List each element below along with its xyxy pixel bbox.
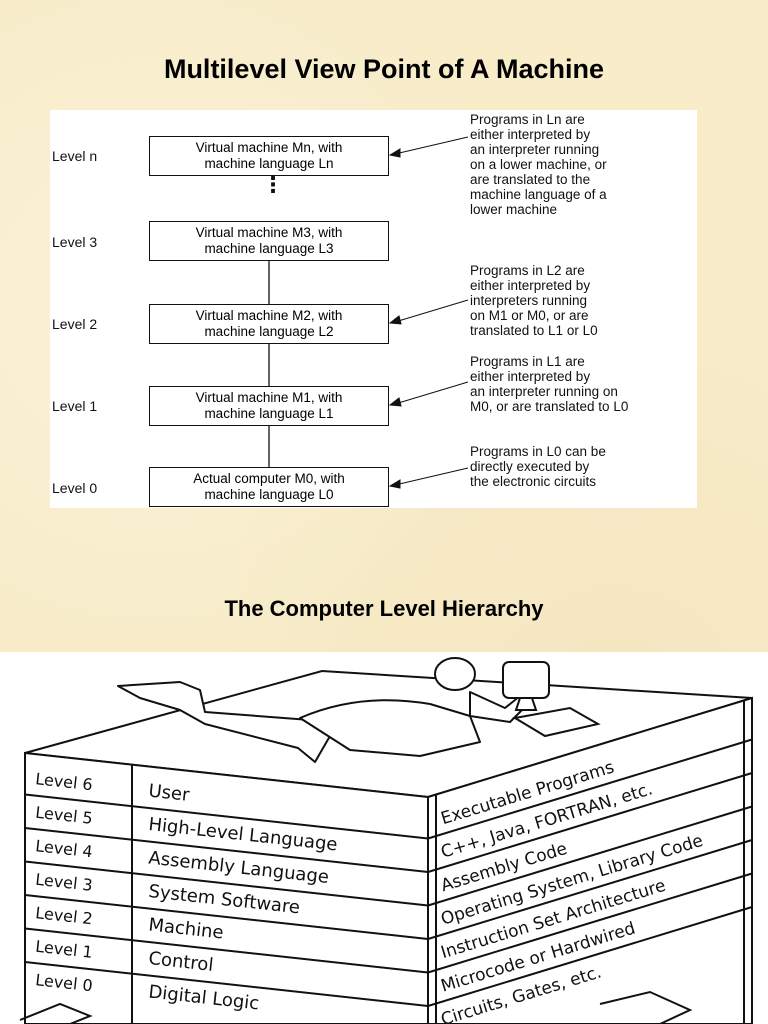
box-line: Virtual machine M3, with (195, 225, 343, 240)
note-line: an interpreter running (470, 142, 600, 157)
row-separator-front (24, 860, 429, 907)
section-title-hierarchy: The Computer Level Hierarchy (224, 596, 544, 621)
page-title: Multilevel View Point of A Machine (163, 54, 605, 84)
stack-front-face (24, 751, 429, 1024)
note-line: either interpreted by (470, 369, 591, 384)
note-line: Programs in Ln are (470, 112, 585, 127)
level-label-0: Level 0 (52, 480, 98, 496)
row-separator-right (427, 872, 753, 974)
row-separator-front (24, 961, 429, 1007)
virtual-machine-box-2: Virtual machine M2, with machine languag… (149, 304, 389, 344)
person-legs (117, 681, 331, 763)
note-ln: Programs in Ln are either interpreted by… (470, 112, 700, 217)
box-line: machine language L3 (204, 241, 334, 256)
note-line: directly executed by (470, 459, 590, 474)
stack-row-lines (24, 738, 753, 1007)
box-line: machine language L0 (204, 487, 334, 502)
row-separator-front (24, 894, 429, 940)
box-line: machine language Ln (204, 156, 334, 171)
arrow-l1 (394, 381, 469, 405)
arrow-ln (394, 136, 469, 155)
note-line: on a lower machine, or (470, 157, 607, 172)
virtual-machine-box-3: Virtual machine M3, with machine languag… (149, 221, 389, 261)
level-label-3: Level 3 (52, 234, 98, 250)
arrow-l0-head (388, 479, 401, 489)
floor-drawing (19, 990, 693, 1024)
level-label-1: Level 1 (52, 398, 98, 414)
arrow-l0 (394, 467, 469, 486)
note-line: Programs in L2 are (470, 263, 585, 278)
box-line: machine language L2 (204, 324, 334, 339)
level-label-2: Level 2 (52, 316, 98, 332)
monitor-stand (514, 697, 538, 711)
box-line: Virtual machine Mn, with (195, 140, 343, 155)
row-separator-front (24, 827, 429, 873)
row-separator-right (427, 805, 753, 907)
person-head (434, 657, 476, 691)
actual-computer-box-0: Actual computer M0, with machine languag… (149, 467, 389, 507)
person-on-computer (117, 657, 529, 763)
note-line: Programs in L0 can be (470, 444, 606, 459)
note-line: interpreters running (470, 293, 588, 308)
note-line: the electronic circuits (470, 474, 597, 489)
note-line: an interpreter running on (470, 384, 618, 399)
note-line: M0, or are translated to L0 (470, 399, 629, 414)
note-line: translated to L1 or L0 (470, 323, 598, 338)
virtual-machine-box-1: Virtual machine M1, with machine languag… (149, 386, 389, 426)
note-line: lower machine (470, 202, 558, 217)
stack-right-face (427, 696, 753, 1024)
note-l0: Programs in L0 can be directly executed … (470, 444, 700, 489)
row-separator-front (24, 793, 429, 840)
box-line: Actual computer M0, with (193, 471, 345, 486)
note-line: machine language of a (470, 187, 607, 202)
row-separator-right (427, 738, 753, 840)
row-separator-front (24, 927, 429, 974)
box-line: Virtual machine M1, with (195, 390, 343, 405)
note-line: are translated to the (470, 172, 591, 187)
note-l2: Programs in L2 are either interpreted by… (470, 263, 700, 338)
arrow-l1-head (388, 397, 402, 407)
monitor-screen (502, 661, 550, 699)
level-label-n: Level n (52, 148, 98, 164)
note-line: either interpreted by (470, 127, 591, 142)
arrow-ln-head (388, 148, 401, 158)
arrow-l2-head (388, 315, 402, 325)
box-line: machine language L1 (204, 406, 334, 421)
keyboard (512, 706, 601, 738)
row-separator-right (427, 839, 753, 940)
note-l1: Programs in L1 are either interpreted by… (470, 354, 700, 414)
ellipsis: ⋮ (262, 173, 284, 198)
row-separator-right (427, 772, 753, 873)
stack-level-name: User (147, 781, 191, 806)
person-body (299, 699, 481, 757)
note-line: either interpreted by (470, 278, 591, 293)
virtual-machine-box-n: Virtual machine Mn, with machine languag… (149, 136, 389, 176)
note-line: Programs in L1 are (470, 354, 585, 369)
monitor (502, 661, 601, 738)
box-line: Virtual machine M2, with (195, 308, 343, 323)
multilevel-diagram: Level n Virtual machine Mn, with machine… (50, 110, 697, 508)
row-separator-right (427, 906, 753, 1007)
note-line: on M1 or M0, or are (470, 308, 589, 323)
diagram-connectors (268, 136, 469, 489)
arrow-l2 (394, 299, 469, 323)
